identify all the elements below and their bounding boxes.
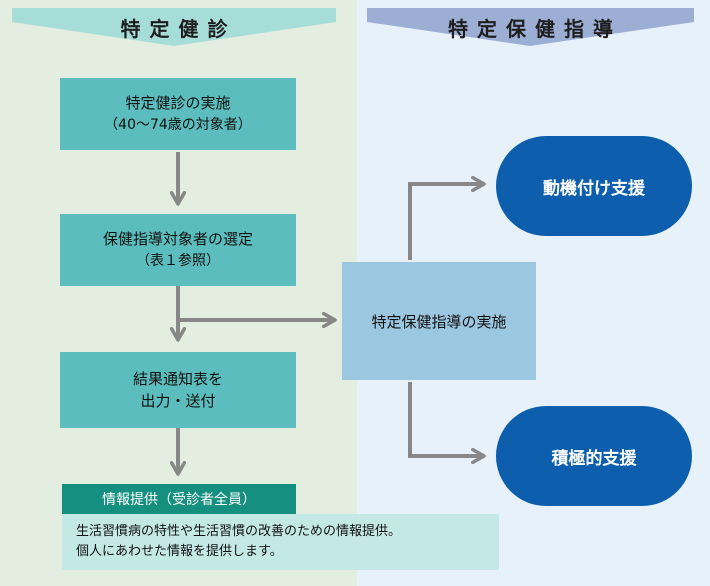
selection-step-subtitle: （表１参照） [136, 253, 220, 269]
info-provision-body: 生活習慣病の特性や生活習慣の改善のための情報提供。 個人にあわせた情報を提供しま… [62, 514, 499, 570]
banner-left-shape [12, 8, 336, 46]
kenshin-banner-title: 特定健診 [120, 16, 237, 41]
guidance-implementation-box: 特定保健指導の実施 [342, 262, 536, 380]
kenshin-banner: 特定健診 [12, 8, 336, 46]
active-support-pill: 積極的支援 [496, 406, 692, 506]
notification-step-title: 結果通知表を [132, 370, 223, 388]
info-provision-line-1: 生活習慣病の特性や生活習慣の改善のための情報提供。 [76, 524, 402, 539]
selection-step: 保健指導対象者の選定 （表１参照） [60, 214, 296, 286]
hoken-shido-banner: 特定保健指導 [367, 8, 694, 46]
info-provision-line-2: 個人にあわせた情報を提供します。 [76, 544, 283, 559]
banner-right-shape [367, 8, 694, 46]
kenshin-step-title: 特定健診の実施 [125, 94, 231, 112]
kenshin-step: 特定健診の実施 （40～74歳の対象者） [60, 78, 296, 150]
kenshin-step-subtitle: （40～74歳の対象者） [104, 117, 252, 133]
arrow-to-motivational [408, 184, 484, 260]
arrow-to-active [408, 382, 484, 456]
notification-step-subtitle: 出力・送付 [140, 392, 216, 410]
selection-step-title: 保健指導対象者の選定 [102, 230, 253, 248]
info-provision-header: 情報提供（受診者全員） [62, 484, 296, 514]
hoken-shido-banner-title: 特定保健指導 [448, 16, 622, 41]
motivational-support-pill: 動機付け支援 [496, 136, 692, 236]
notification-step: 結果通知表を 出力・送付 [60, 352, 296, 428]
